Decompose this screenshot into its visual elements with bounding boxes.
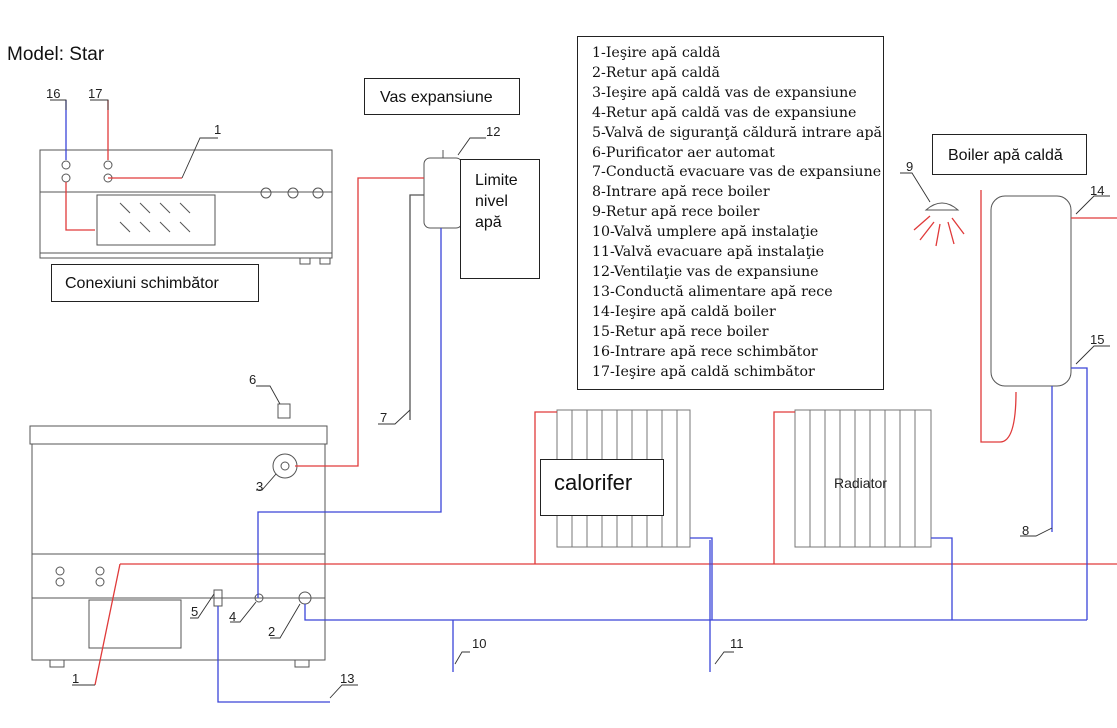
callout-8: 8	[1022, 523, 1030, 538]
water-heater-drawing	[924, 195, 1072, 387]
radiator-2-drawing	[794, 409, 932, 548]
legend-item: 5-Valvă de siguranţă căldură intrare apă	[592, 124, 882, 141]
radiator-pipes	[534, 411, 953, 620]
expansion-vessel	[423, 150, 463, 229]
furnace-drawing	[29, 403, 328, 668]
legend-item: 15-Retur apă rece boiler	[592, 323, 769, 340]
exchanger-pipes	[65, 100, 182, 231]
callout-2: 2	[268, 624, 276, 639]
callout-7: 7	[380, 410, 388, 425]
legend-item: 6-Purificator aer automat	[592, 144, 775, 161]
legend-item: 7-Conductă evacuare vas de expansiune	[592, 164, 882, 181]
legend-item: 14-Ieşire apă caldă boiler	[592, 303, 776, 320]
legend-item: 12-Ventilaţie vas de expansiune	[592, 263, 819, 280]
callout-16: 16	[46, 86, 61, 101]
limite-nivel-label: Limite nivel apă	[460, 159, 540, 279]
heat-exchanger-drawing	[39, 149, 333, 265]
legend-item: 9-Retur apă rece boiler	[592, 204, 760, 221]
legend-box: 1-Ieşire apă caldă 2-Retur apă caldă 3-I…	[577, 36, 884, 390]
main-pipes	[94, 540, 1117, 703]
radiator-label: Radiator	[834, 475, 887, 491]
legend-item: 2-Retur apă caldă	[592, 64, 721, 81]
callout-1-top: 1	[214, 122, 222, 137]
callout-14: 14	[1090, 183, 1105, 198]
callout-1-bottom: 1	[72, 671, 80, 686]
vas-expansiune-label: Vas expansiune	[364, 78, 520, 115]
boiler-label: Boiler apă caldă	[932, 134, 1087, 175]
callout-11: 11	[730, 636, 744, 651]
limite-line: nivel	[475, 193, 508, 210]
legend-item: 4-Retur apă caldă vas de expansiune	[592, 104, 857, 121]
callout-13: 13	[340, 671, 355, 686]
legend-item: 3-Ieşire apă caldă vas de expansiune	[592, 84, 857, 101]
calorifer-label: calorifer	[540, 459, 664, 516]
conexiuni-label: Conexiuni schimbător	[51, 264, 259, 302]
callout-5: 5	[191, 604, 199, 619]
legend-item: 13-Conductă alimentare apă rece	[592, 283, 833, 300]
legend-item: 8-Intrare apă rece boiler	[592, 184, 770, 201]
model-label: Model: Star	[7, 44, 105, 65]
limite-line: apă	[475, 214, 502, 231]
limite-line: Limite	[475, 172, 518, 189]
legend-item: 17-Ieşire apă caldă schimbător	[592, 363, 815, 380]
callout-10: 10	[472, 636, 487, 651]
legend-item: 1-Ieşire apă caldă	[592, 45, 721, 61]
callout-12: 12	[486, 124, 501, 139]
callout-9: 9	[906, 159, 914, 174]
legend-item: 10-Valvă umplere apă instalaţie	[592, 224, 819, 241]
legend-item: 16-Intrare apă rece schimbător	[592, 343, 818, 360]
water-heater-pipes	[913, 190, 1117, 620]
legend-item: 11-Valvă evacuare apă instalaţie	[592, 244, 825, 261]
callout-4: 4	[229, 609, 237, 624]
callout-15: 15	[1090, 332, 1105, 347]
callout-leaders	[50, 99, 1110, 699]
callout-6: 6	[249, 372, 257, 387]
callout-3: 3	[256, 479, 264, 494]
callout-17: 17	[88, 86, 103, 101]
expansion-pipes	[257, 177, 442, 598]
